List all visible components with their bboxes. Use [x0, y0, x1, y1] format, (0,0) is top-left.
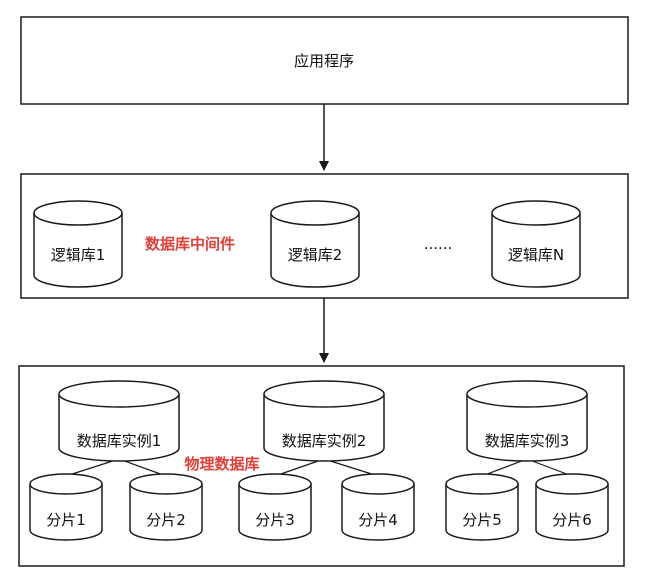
- physical-label: 物理数据库: [184, 455, 259, 473]
- logical-db-1: 逻辑库1: [33, 200, 123, 288]
- instance-1-link-shard-1: [65, 458, 120, 477]
- instance-3-link-shard-5: [481, 458, 528, 477]
- logical-ellipsis: ......: [424, 235, 453, 253]
- db-instance-3: 数据库实例3: [466, 380, 588, 477]
- db-instance-1: 数据库实例1: [58, 380, 180, 477]
- app-box: [20, 16, 629, 105]
- logical-db-1-label: 逻辑库1: [51, 246, 106, 264]
- shard-1-label: 分片1: [46, 511, 86, 529]
- shard-1: 分片1: [29, 473, 103, 541]
- shard-5-label: 分片5: [462, 511, 502, 529]
- db-instance-3-label: 数据库实例3: [485, 432, 570, 450]
- shard-6: 分片6: [535, 473, 609, 541]
- logical-db-2-label: 逻辑库2: [288, 246, 343, 264]
- db-instance-1-label: 数据库实例1: [77, 432, 162, 450]
- shard-4-label: 分片4: [358, 511, 398, 529]
- logical-db-n: 逻辑库N: [491, 200, 581, 288]
- db-instance-2-label: 数据库实例2: [282, 432, 367, 450]
- instance-3-link-shard-6: [526, 458, 573, 477]
- instance-2-link-shard-3: [274, 458, 325, 477]
- db-instance-2: 数据库实例2: [263, 380, 385, 477]
- shard-2: 分片2: [129, 473, 203, 541]
- logical-db-2: 逻辑库2: [270, 200, 360, 288]
- shard-5: 分片5: [445, 473, 519, 541]
- shard-3-label: 分片3: [255, 511, 295, 529]
- shard-2-label: 分片2: [146, 511, 186, 529]
- shard-3: 分片3: [238, 473, 312, 541]
- middleware-label: 数据库中间件: [145, 235, 235, 253]
- app-label: 应用程序: [294, 52, 354, 70]
- instance-1-link-shard-2: [118, 458, 167, 477]
- instance-2-link-shard-4: [323, 458, 379, 477]
- logical-db-n-label: 逻辑库N: [508, 246, 564, 264]
- shard-6-label: 分片6: [552, 511, 592, 529]
- shard-4: 分片4: [341, 473, 415, 541]
